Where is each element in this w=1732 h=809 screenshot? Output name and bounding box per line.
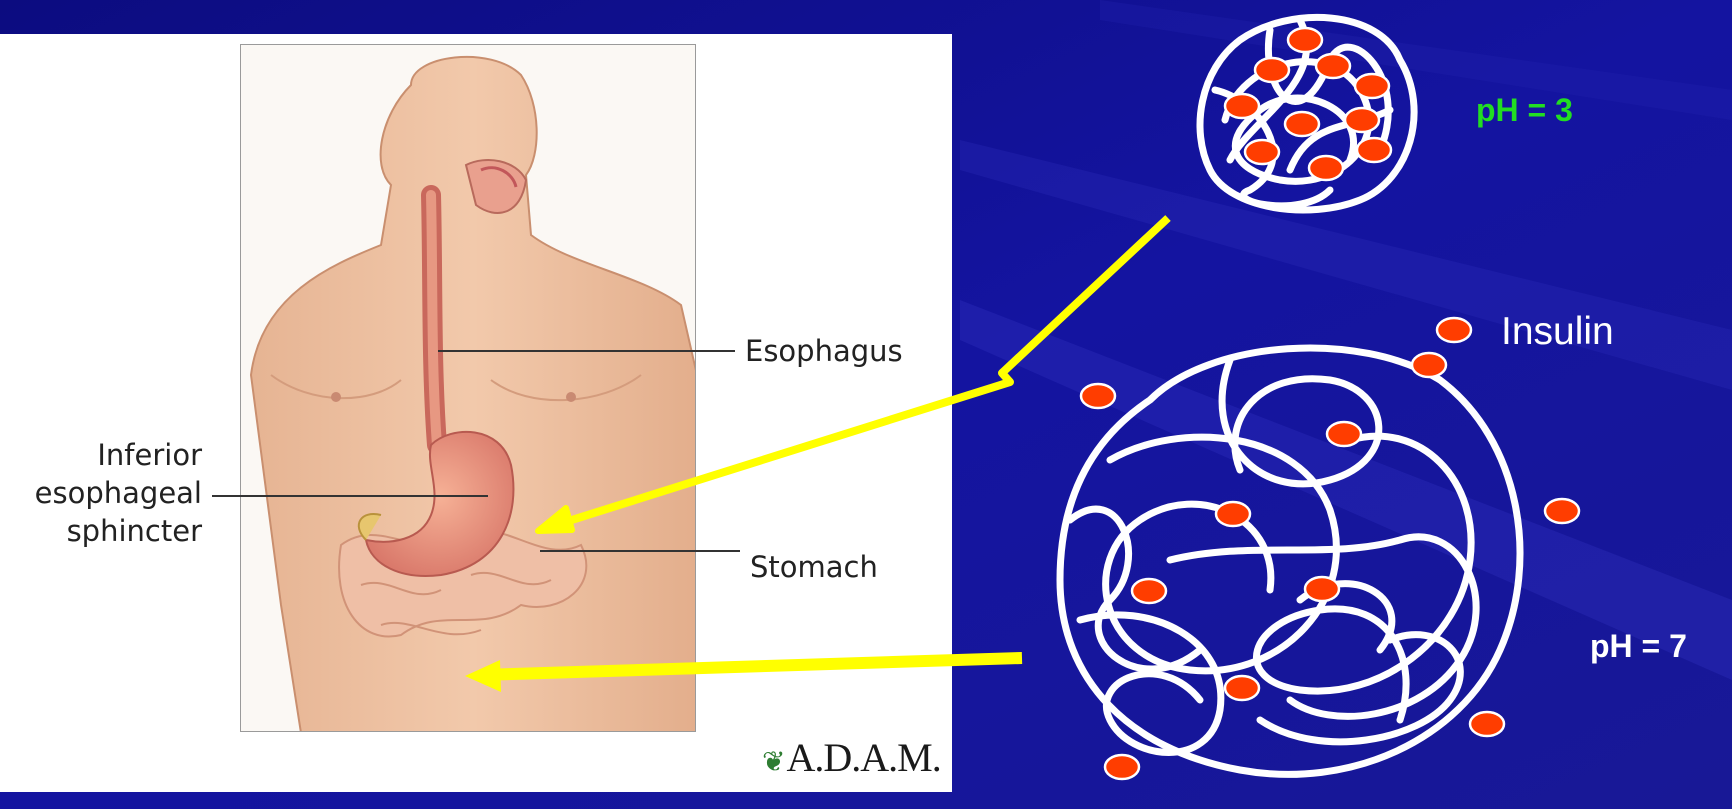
insulin-dot [1412,353,1446,377]
insulin-dot [1225,94,1259,118]
insulin-dot [1288,28,1322,52]
insulin-legend-label: Insulin [1501,310,1614,354]
arrow-to-stomach [538,218,1168,531]
insulin-dot [1285,112,1319,136]
arrow-to-intestine [465,658,1022,692]
insulin-dot [1345,108,1379,132]
insulin-legend-marker [1437,318,1471,342]
ph-neutral-label: pH = 7 [1590,628,1687,665]
insulin-dot [1225,676,1259,700]
insulin-dot [1355,74,1389,98]
insulin-dot [1309,156,1343,180]
insulin-dot [1316,54,1350,78]
insulin-dot [1105,755,1139,779]
insulin-dot [1132,579,1166,603]
insulin-dot [1327,422,1361,446]
insulin-dot [1081,384,1115,408]
insulin-dot [1470,712,1504,736]
ph-acidic-label: pH = 3 [1476,92,1573,129]
insulin-dot [1545,499,1579,523]
swollen-polymer-coil [1060,348,1520,774]
insulin-dot [1245,140,1279,164]
insulin-dot [1216,502,1250,526]
insulin-dot [1357,138,1391,162]
insulin-dot [1255,58,1289,82]
insulin-dot [1305,577,1339,601]
